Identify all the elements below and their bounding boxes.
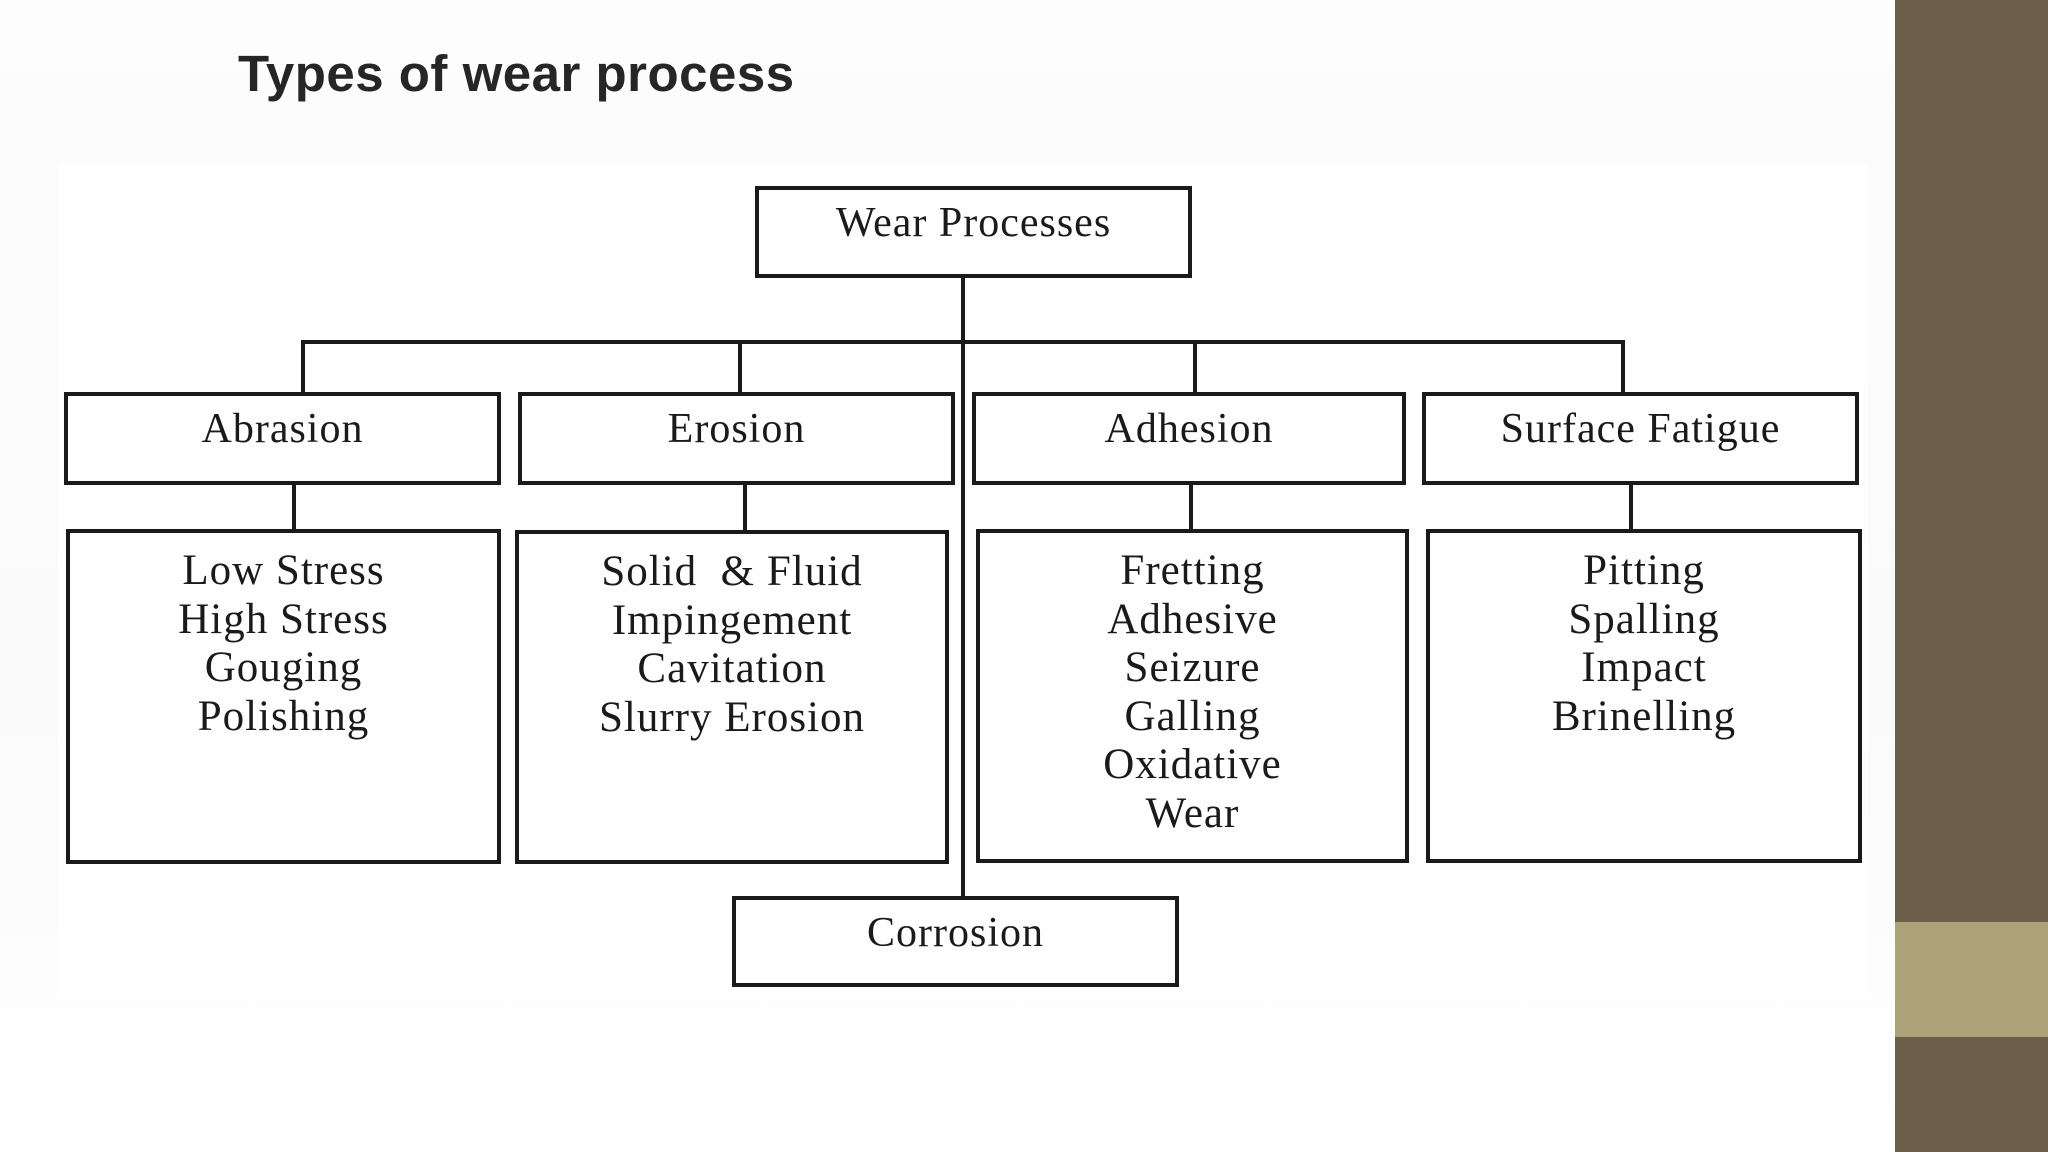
branch-line-erosion — [738, 340, 742, 393]
wear-processes-box: Wear Processes — [755, 186, 1192, 278]
trunk-line — [961, 277, 965, 897]
list-item: Cavitation — [637, 645, 827, 692]
corrosion-box: Corrosion — [732, 896, 1179, 987]
surface-fatigue-box: Surface Fatigue — [1422, 392, 1859, 485]
list-item: Low Stress — [182, 547, 385, 594]
erosion-types-box: Solid & Fluid Impingement Cavitation Slu… — [515, 530, 949, 864]
list-item: Impingement — [611, 596, 853, 644]
branch-line-adhesion — [1193, 340, 1197, 393]
list-item: Pitting — [1583, 547, 1705, 594]
abrasion-types-box: Low Stress High Stress Gouging Polishing — [66, 529, 501, 864]
list-item: High Stress — [178, 595, 389, 643]
surface-fatigue-types-box: Pitting Spalling Impact Brinelling — [1426, 529, 1862, 863]
branch-line-surface-fatigue — [1621, 340, 1625, 393]
list-item: Slurry Erosion — [598, 693, 866, 741]
side-accent — [1895, 922, 2048, 1037]
list-item: Solid & Fluid — [601, 548, 863, 595]
list-item: Oxidative — [1103, 741, 1282, 788]
list-item: Polishing — [197, 692, 370, 740]
abrasion-box: Abrasion — [64, 392, 501, 485]
adhesion-types-box: Fretting Adhesive Seizure Galling Oxidat… — [976, 529, 1409, 863]
sub-line-erosion — [743, 483, 747, 531]
slide-title: Types of wear process — [238, 45, 795, 102]
list-item: Adhesive — [1107, 595, 1278, 643]
list-item: Seizure — [1124, 644, 1261, 691]
branch-line-abrasion — [301, 340, 305, 393]
horizontal-bus-line — [301, 340, 1625, 344]
list-item: Impact — [1581, 644, 1707, 691]
list-item: Fretting — [1120, 547, 1265, 594]
list-item: Gouging — [204, 644, 363, 691]
list-item: Spalling — [1568, 595, 1720, 643]
sub-line-adhesion — [1189, 483, 1193, 530]
sub-line-surface-fatigue — [1629, 483, 1633, 530]
adhesion-box: Adhesion — [972, 392, 1406, 485]
list-item: Galling — [1124, 692, 1261, 740]
list-item: Wear — [1145, 789, 1240, 837]
sub-line-abrasion — [292, 483, 296, 530]
erosion-box: Erosion — [518, 392, 955, 485]
list-item: Brinelling — [1551, 692, 1737, 740]
